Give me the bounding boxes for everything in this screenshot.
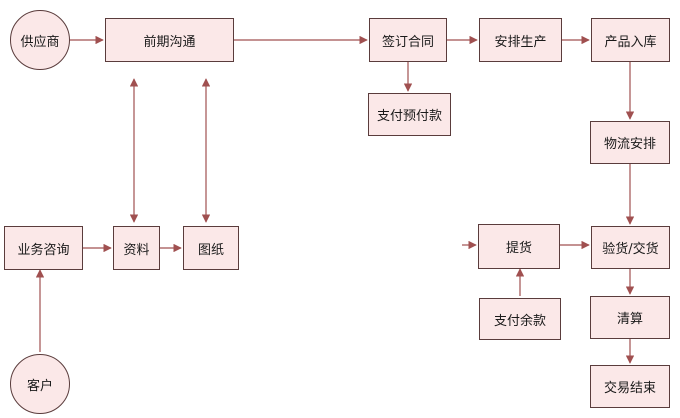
node-pay-balance: 支付余款 xyxy=(479,298,561,340)
node-deal-close: 交易结束 xyxy=(590,365,670,408)
node-arrange-production: 安排生产 xyxy=(479,18,562,62)
node-materials: 资料 xyxy=(113,226,160,270)
node-drawings: 图纸 xyxy=(183,226,239,270)
node-settlement: 清算 xyxy=(590,296,670,339)
node-pay-deposit: 支付预付款 xyxy=(368,93,451,136)
node-pickup: 提货 xyxy=(478,224,560,269)
node-inspect-deliver: 验货/交货 xyxy=(591,226,670,269)
node-business-consult: 业务咨询 xyxy=(4,226,83,270)
node-supplier: 供应商 xyxy=(10,10,70,70)
node-pre-communication: 前期沟通 xyxy=(105,18,234,62)
node-product-storage: 产品入库 xyxy=(591,18,670,62)
node-customer: 客户 xyxy=(10,354,70,414)
node-sign-contract: 签订合同 xyxy=(369,18,447,62)
node-logistics: 物流安排 xyxy=(590,121,670,164)
